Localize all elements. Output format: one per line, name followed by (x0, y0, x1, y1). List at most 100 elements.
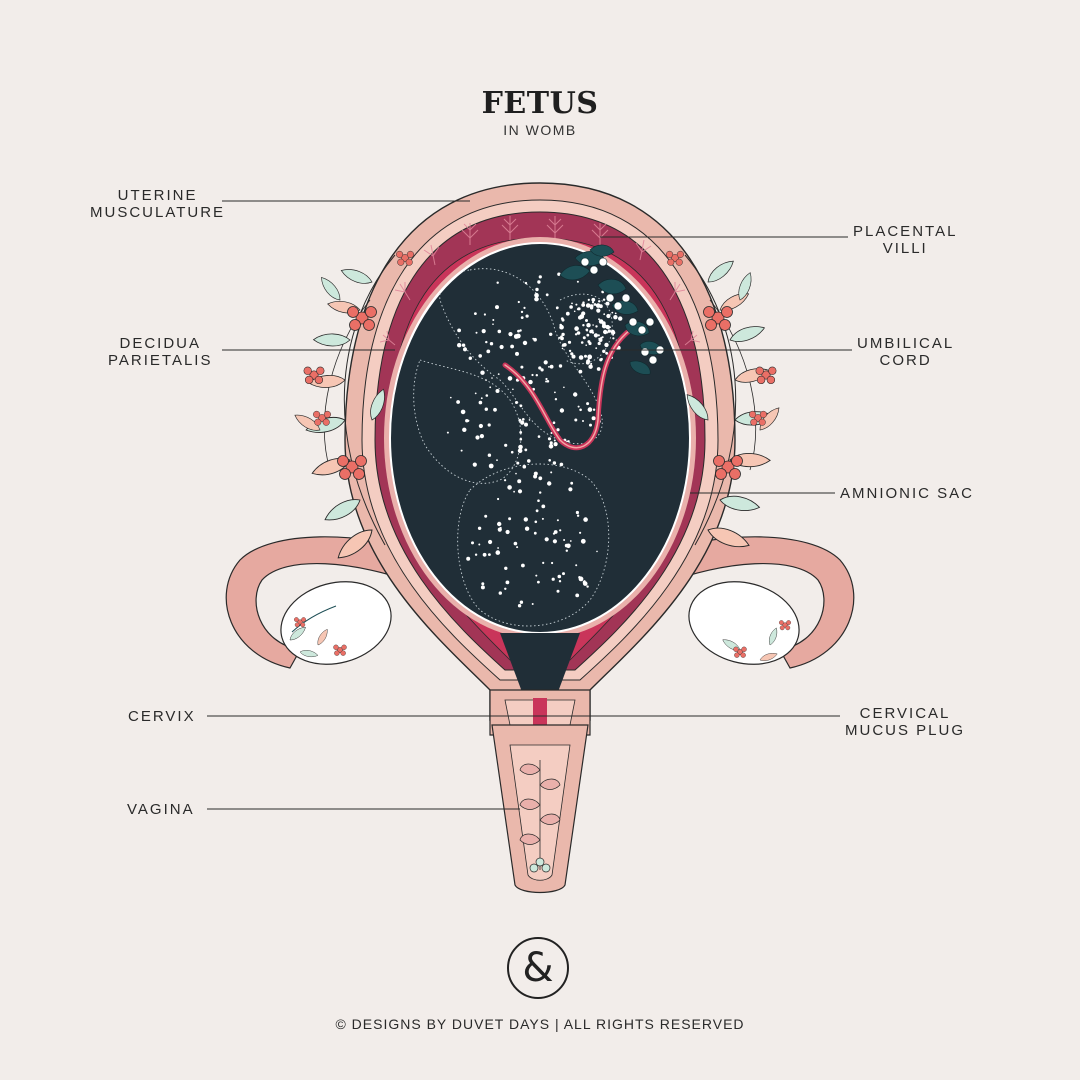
star-dot (462, 427, 467, 432)
star-dot (504, 587, 507, 590)
right-ovary (688, 581, 800, 665)
star-dot (538, 366, 542, 370)
star-dot (520, 365, 524, 369)
star-dot (535, 574, 538, 577)
star-dot (577, 405, 580, 408)
star-dot (517, 489, 523, 494)
star-dot (524, 422, 528, 427)
star-dot (520, 316, 524, 319)
star-dot (562, 343, 566, 347)
star-dot (497, 547, 499, 549)
star-dot (524, 281, 528, 285)
star-dot (586, 402, 590, 406)
star-dot (474, 312, 477, 315)
star-dot (565, 549, 568, 552)
star-dot (488, 553, 491, 556)
star-dot (593, 303, 597, 306)
star-dot (518, 418, 522, 422)
star-dot (578, 369, 583, 374)
star-dot (579, 314, 585, 319)
star-dot (606, 325, 610, 330)
star-dot (563, 386, 565, 389)
star-dot (527, 459, 531, 463)
star-dot (515, 401, 518, 404)
star-dot (508, 517, 512, 521)
star-dot (480, 585, 485, 590)
star-dot (485, 340, 488, 344)
star-dot (474, 553, 478, 556)
star-dot (541, 517, 544, 520)
star-dot (457, 328, 461, 333)
star-dot (567, 440, 570, 443)
star-dot (480, 370, 485, 375)
vagina-shape (491, 724, 589, 894)
star-dot (588, 341, 592, 346)
star-dot (558, 336, 561, 339)
star-dot (524, 526, 530, 531)
star-dot (559, 327, 561, 329)
star-dot (466, 556, 471, 561)
star-dot (538, 275, 542, 279)
star-dot (485, 379, 487, 381)
star-dot (534, 296, 539, 302)
star-dot (537, 280, 541, 284)
star-dot (592, 408, 596, 411)
star-dot (550, 432, 553, 434)
star-dot (576, 514, 580, 517)
star-dot (507, 485, 512, 490)
star-dot (569, 540, 572, 542)
star-dot (522, 340, 528, 346)
left-ovary (280, 581, 392, 665)
star-dot (489, 342, 494, 346)
label-decidua-parietalis: DECIDUA PARIETALIS (108, 335, 213, 369)
star-dot (596, 308, 601, 313)
star-dot (547, 481, 552, 486)
star-dot (573, 392, 578, 397)
star-dot (593, 333, 599, 338)
star-dot (523, 517, 528, 522)
star-dot (450, 396, 452, 399)
star-dot (560, 335, 563, 339)
star-dot (497, 497, 500, 501)
star-dot (504, 443, 508, 447)
label-cervix: CERVIX (128, 708, 196, 725)
star-dot (471, 541, 474, 545)
star-dot (499, 526, 502, 529)
star-dot (574, 333, 578, 336)
star-dot (545, 377, 548, 381)
star-dot (553, 442, 558, 447)
star-dot (553, 530, 558, 534)
star-dot (497, 329, 502, 334)
star-dot (457, 343, 462, 348)
star-dot (486, 349, 491, 354)
star-dot (568, 487, 573, 492)
star-dot (523, 306, 526, 309)
star-dot (552, 461, 557, 465)
star-dot (603, 329, 608, 335)
star-dot (559, 323, 562, 327)
star-dot (493, 407, 497, 412)
amnionic-sac (389, 242, 691, 700)
star-dot (576, 331, 581, 335)
star-dot (607, 329, 611, 333)
star-dot (587, 407, 593, 412)
star-dot (575, 303, 578, 306)
star-dot (561, 332, 565, 337)
star-dot (605, 351, 608, 355)
star-dot (521, 563, 525, 568)
star-dot (472, 462, 477, 467)
star-dot (544, 537, 549, 542)
left-fallopian-tube (225, 536, 431, 669)
star-dot (610, 329, 615, 334)
star-dot (480, 397, 483, 400)
star-dot (460, 409, 466, 415)
star-dot (468, 356, 472, 360)
star-dot (605, 301, 610, 306)
star-dot (541, 504, 546, 509)
star-dot (519, 600, 524, 604)
star-dot (554, 391, 556, 394)
star-dot (614, 312, 617, 315)
star-dot (552, 421, 556, 425)
star-dot (475, 331, 478, 334)
star-dot (584, 354, 587, 358)
